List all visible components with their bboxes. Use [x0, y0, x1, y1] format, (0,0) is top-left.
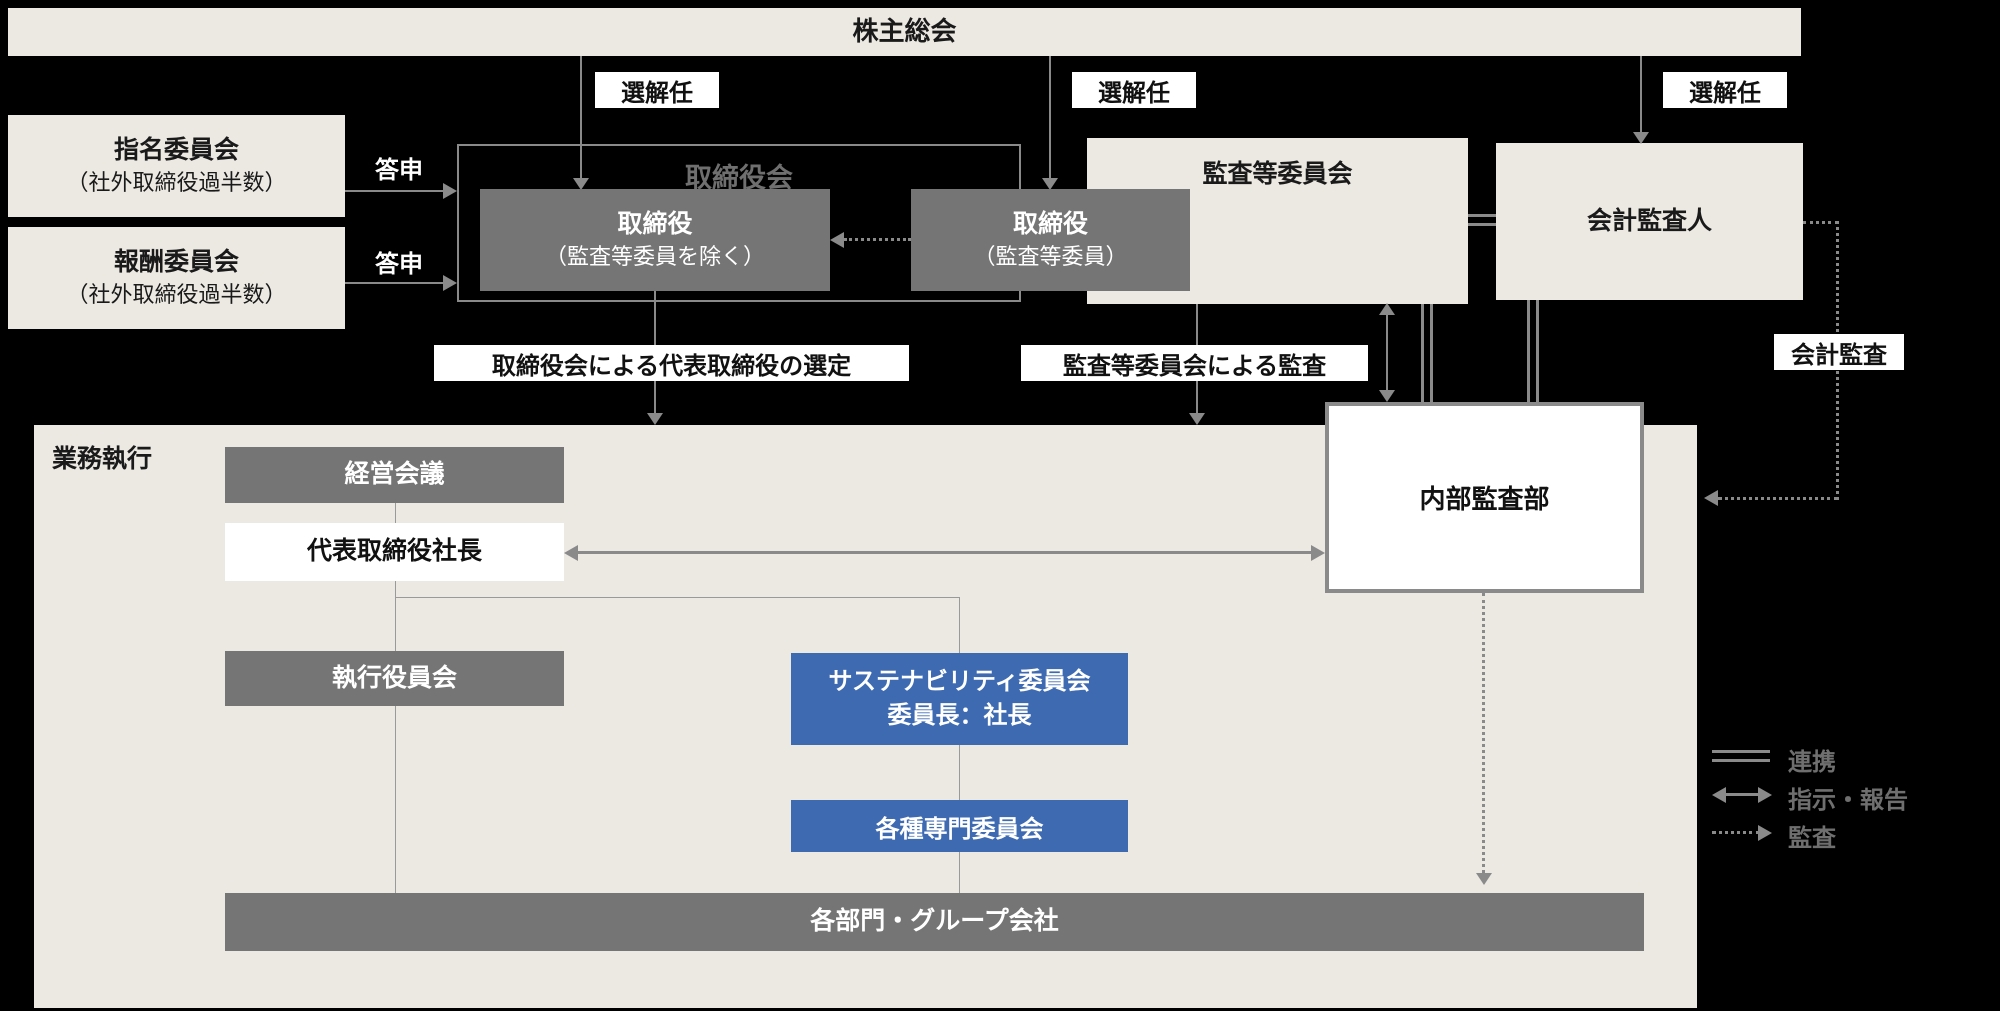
legend-audit-arrowhead — [1758, 825, 1772, 841]
arrow-committee-audit-head — [1189, 413, 1205, 425]
directors-excluding-audit-box: 取締役 （監査等委員を除く） — [480, 189, 830, 291]
management-council-box: 経営会議 — [225, 447, 564, 503]
arrow-shareholders-to-audit-directors-head — [1042, 178, 1058, 190]
line-council-to-president — [395, 503, 396, 523]
appoint-dismiss-chip-2: 選解任 — [1072, 72, 1196, 108]
sustainability-committee-line1: サステナビリティ委員会 — [828, 668, 1091, 696]
dotted-accounting-audit-head — [1704, 490, 1718, 506]
legend-cooperation-symbol-line2 — [1712, 759, 1770, 762]
arrow-shareholders-to-directors-head — [573, 178, 589, 190]
directors-audit-members-line2: （監査等委員） — [973, 244, 1128, 270]
arrow-compensation-report-head — [443, 275, 457, 291]
executive-officers-box: 執行役員会 — [225, 651, 564, 706]
legend-instruction-symbol-line — [1724, 793, 1760, 796]
directors-audit-members-box: 取締役 （監査等委員） — [911, 189, 1190, 291]
coop-line-auditor-internal-1 — [1527, 300, 1530, 402]
report-label-2: 答申 — [375, 251, 423, 278]
directors-excluding-audit-line2: （監査等委員を除く） — [544, 244, 765, 270]
dotted-internal-audit-head — [1476, 873, 1492, 885]
audit-supervisory-committee-title: 監査等委員会 — [1202, 160, 1353, 188]
accounting-audit-chip: 会計監査 — [1774, 334, 1904, 370]
dotted-accounting-audit-h2 — [1718, 497, 1838, 500]
legend-instruction-report-label: 指示・報告 — [1788, 787, 1908, 814]
dotted-accounting-audit-h1 — [1803, 221, 1838, 224]
arrow-shareholders-to-directors-line — [580, 56, 582, 178]
dblarrow-president-internal-head-left — [564, 545, 578, 561]
legend-audit-symbol-line — [1712, 831, 1760, 834]
compensation-committee-title: 報酬委員会 — [113, 248, 239, 277]
dotted-internal-audit-line — [1482, 593, 1485, 873]
compensation-committee-box: 報酬委員会 （社外取締役過半数） — [8, 227, 345, 329]
dblarrow-committee-internal-head-up — [1379, 303, 1395, 315]
coop-line-auditor-internal-2 — [1536, 300, 1539, 402]
line-president-to-officers — [395, 581, 396, 651]
line-branch-horizontal — [395, 597, 960, 598]
appoint-dismiss-chip-3: 選解任 — [1663, 72, 1787, 108]
legend-cooperation-symbol-line1 — [1712, 750, 1770, 753]
legend-instruction-arrowhead-right — [1758, 787, 1772, 803]
nomination-committee-box: 指名委員会 （社外取締役過半数） — [8, 115, 345, 217]
appoint-dismiss-chip-1: 選解任 — [595, 72, 719, 108]
audit-by-committee-chip: 監査等委員会による監査 — [1021, 345, 1368, 381]
line-special-to-divisions — [959, 852, 960, 893]
board-selects-representative-chip: 取締役会による代表取締役の選定 — [434, 345, 909, 381]
line-officers-to-divisions — [395, 706, 396, 893]
directors-excluding-audit-line1: 取締役 — [617, 210, 693, 239]
arrow-nomination-report-line — [345, 190, 445, 192]
coop-line-committee-auditor-1 — [1468, 214, 1496, 217]
report-label-1: 答申 — [375, 157, 423, 184]
accounting-auditor-box: 会計監査人 — [1496, 143, 1803, 300]
sustainability-committee-line2: 委員長：社長 — [887, 702, 1032, 729]
dblarrow-president-internal-head-right — [1311, 545, 1325, 561]
dotted-arrow-audit-directors-head — [830, 232, 844, 248]
dotted-arrow-audit-directors-line — [844, 238, 911, 241]
legend-instruction-arrowhead-left — [1712, 787, 1726, 803]
arrow-board-to-execution-head — [647, 413, 663, 425]
internal-audit-box: 内部監査部 — [1325, 402, 1644, 593]
directors-audit-members-line1: 取締役 — [1012, 210, 1088, 239]
line-branch-to-sustainability — [959, 597, 960, 653]
president-box: 代表取締役社長 — [225, 523, 564, 581]
legend-audit-label: 監査 — [1788, 825, 1836, 852]
sustainability-committee-box: サステナビリティ委員会 委員長：社長 — [791, 653, 1128, 745]
arrow-shareholders-to-auditor-head — [1633, 132, 1649, 144]
dblarrow-committee-internal-head-down — [1379, 390, 1395, 402]
arrow-shareholders-to-auditor-line — [1640, 56, 1642, 132]
compensation-committee-subtitle: （社外取締役過半数） — [66, 282, 287, 308]
coop-line-committee-internal-1 — [1421, 304, 1424, 402]
legend-cooperation-label: 連携 — [1788, 749, 1836, 776]
line-sustainability-to-special — [959, 745, 960, 800]
arrow-shareholders-to-audit-directors-line — [1049, 56, 1051, 178]
divisions-group-companies-bar: 各部門・グループ会社 — [225, 893, 1644, 951]
arrow-compensation-report-line — [345, 282, 445, 284]
nomination-committee-subtitle: （社外取締役過半数） — [66, 170, 287, 196]
board-of-directors-title: 取締役会 — [685, 163, 793, 193]
shareholders-meeting-bar: 株主総会 — [8, 8, 1801, 56]
special-committees-box: 各種専門委員会 — [791, 800, 1128, 852]
dblarrow-president-internal-line — [576, 551, 1313, 554]
arrow-nomination-report-head — [443, 183, 457, 199]
coop-line-committee-internal-2 — [1430, 304, 1433, 402]
coop-line-committee-auditor-2 — [1468, 223, 1496, 226]
business-execution-label: 業務執行 — [52, 445, 153, 473]
dblarrow-committee-internal-line — [1386, 313, 1388, 392]
nomination-committee-title: 指名委員会 — [113, 136, 239, 165]
